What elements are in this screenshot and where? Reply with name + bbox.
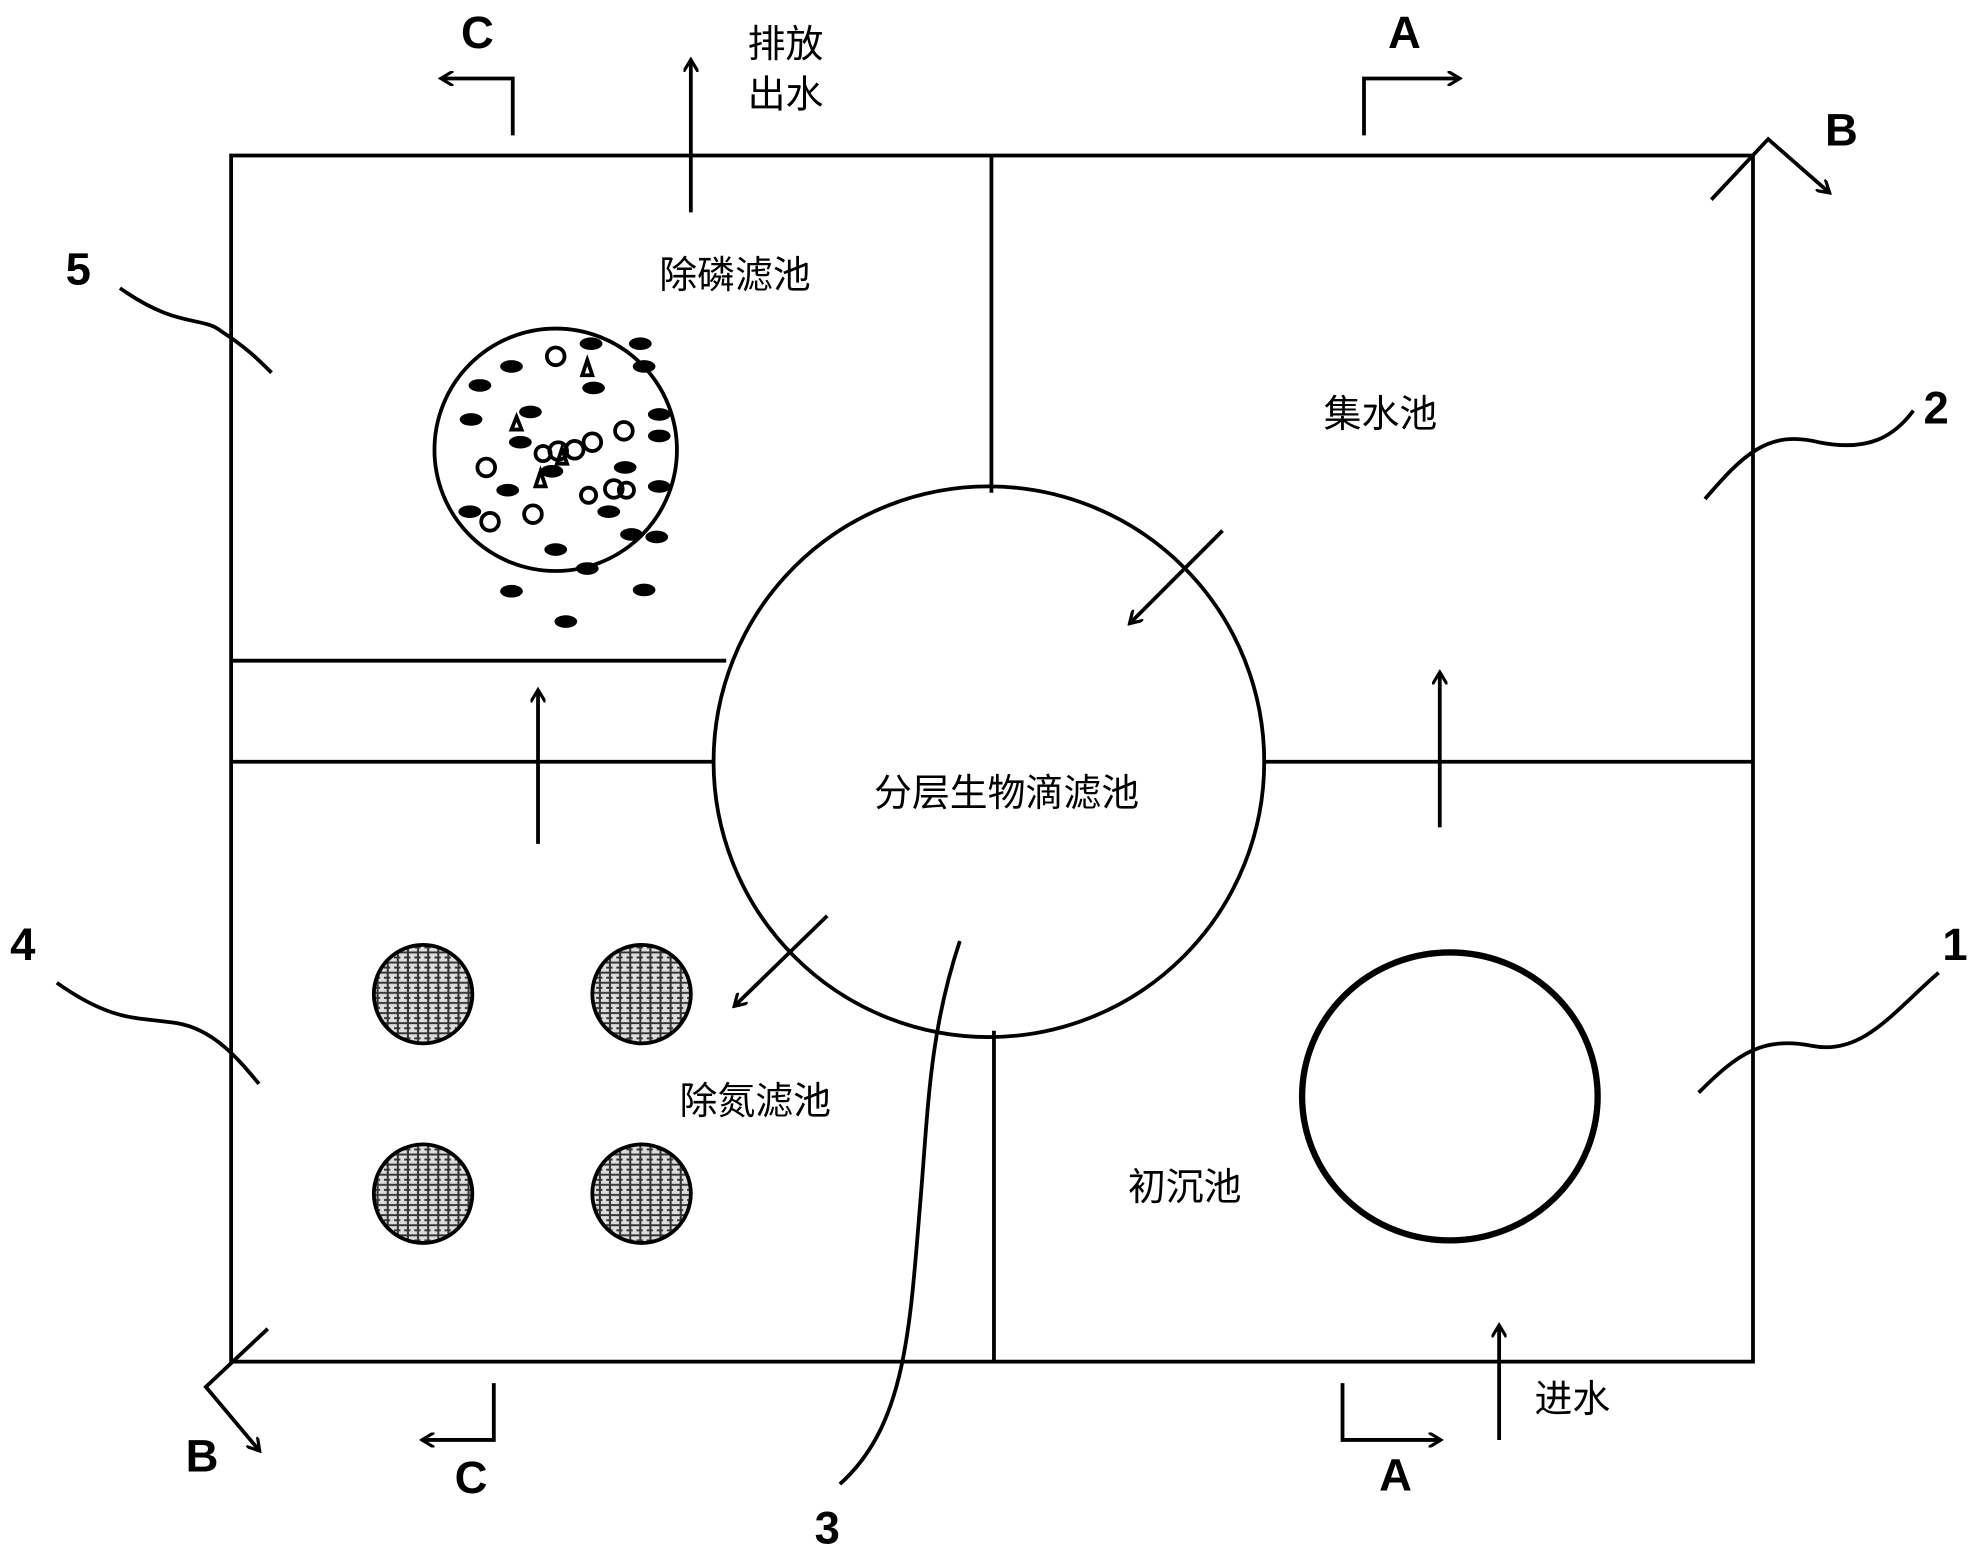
nitrogen-filter-label: 除氮滤池: [679, 1079, 830, 1123]
callout-4: [55, 981, 261, 1086]
sedimentation-circle: [1298, 949, 1601, 1244]
callout-5: [118, 286, 273, 375]
callout-number-5: 5: [66, 243, 91, 294]
trickling-filter-label: 分层生物滴滤池: [874, 771, 1139, 815]
section-c-bottom-marker: [423, 1383, 496, 1440]
phosphorus-filter-label: 除磷滤池: [659, 253, 810, 297]
section-b-top-label: B: [1825, 104, 1858, 155]
phosphorus-media-circle: [432, 326, 679, 628]
section-c-top-label: C: [461, 7, 494, 58]
nitrogen-media-circles: [371, 942, 693, 1245]
callout-3: [838, 940, 962, 1486]
callout-number-2: 2: [1923, 382, 1948, 433]
section-c-bottom-label: C: [455, 1452, 488, 1503]
discharge-label-line2: 出水: [748, 73, 824, 117]
callout-number-4: 4: [10, 919, 36, 970]
flow-arrow-to-trickling: [1130, 529, 1224, 623]
callout-number-1: 1: [1942, 919, 1967, 970]
flow-arrow-to-nitrogen: [735, 914, 829, 1006]
callout-number-3: 3: [815, 1503, 840, 1550]
section-markers: C A B B C A: [186, 7, 1858, 1503]
discharge-label-line1: 排放: [748, 22, 824, 66]
callout-2: [1703, 409, 1915, 501]
section-a-bottom-marker: [1340, 1383, 1440, 1440]
section-a-bottom-label: A: [1379, 1449, 1412, 1500]
collection-tank-label: 集水池: [1324, 392, 1438, 436]
sedimentation-label: 初沉池: [1128, 1165, 1242, 1209]
flow-arrows: [538, 61, 1499, 1440]
section-a-top-marker: [1362, 78, 1459, 136]
section-b-top-marker: [1709, 136, 1828, 202]
section-c-top-marker: [442, 78, 515, 136]
callout-lines: [55, 286, 1940, 1486]
trickling-filter-circle: [711, 484, 1267, 1039]
section-b-bottom-label: B: [186, 1431, 219, 1482]
callout-1: [1697, 971, 1940, 1094]
section-a-top-label: A: [1388, 7, 1421, 58]
inlet-label: 进水: [1535, 1377, 1611, 1421]
section-b-bottom-marker: [203, 1327, 270, 1450]
